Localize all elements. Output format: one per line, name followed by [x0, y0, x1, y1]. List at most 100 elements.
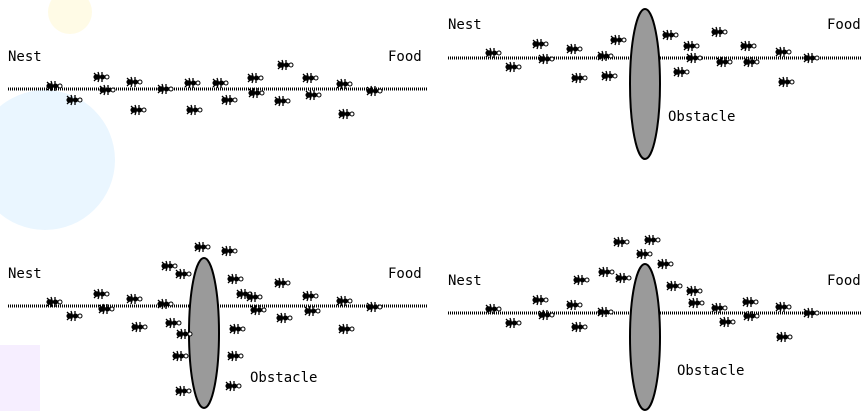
- ant-icon: [175, 385, 192, 397]
- ant-group: [46, 241, 383, 397]
- ant-icon: [538, 53, 555, 65]
- panel-3-drawing: [8, 241, 428, 409]
- ant-icon: [636, 248, 653, 260]
- ant-icon: [46, 296, 63, 308]
- ant-icon: [571, 321, 588, 333]
- panel-no-obstacle: Nest Food: [0, 0, 430, 205]
- ant-icon: [227, 350, 244, 362]
- ant-icon: [227, 273, 244, 285]
- food-label: Food: [827, 273, 861, 289]
- ant-icon: [613, 236, 630, 248]
- ant-icon: [686, 285, 703, 297]
- ant-icon: [683, 40, 700, 52]
- ant-icon: [485, 47, 502, 59]
- ant-icon: [229, 323, 246, 335]
- ant-icon: [248, 87, 265, 99]
- ant-icon: [532, 294, 549, 306]
- ant-icon: [597, 50, 614, 62]
- ant-group: [46, 59, 383, 120]
- ant-icon: [803, 52, 820, 64]
- ant-group: [485, 26, 820, 88]
- ant-icon: [601, 70, 618, 82]
- ant-icon: [776, 331, 793, 343]
- ant-icon: [126, 293, 143, 305]
- ant-icon: [277, 59, 294, 71]
- food-label: Food: [827, 17, 861, 33]
- ant-icon: [597, 306, 614, 318]
- ant-icon: [184, 77, 201, 89]
- obstacle-shape: [629, 263, 661, 411]
- ant-icon: [274, 95, 291, 107]
- ant-icon: [175, 268, 192, 280]
- ant-icon: [740, 40, 757, 52]
- ant-icon: [775, 301, 792, 313]
- panel-shorter-route: Nest Food Obstacle: [440, 206, 861, 411]
- ant-icon: [66, 94, 83, 106]
- ant-icon: [212, 77, 229, 89]
- ant-icon: [304, 305, 321, 317]
- ant-icon: [673, 66, 690, 78]
- ant-icon: [305, 89, 322, 101]
- ant-icon: [615, 272, 632, 284]
- ant-icon: [778, 76, 795, 88]
- ant-icon: [247, 72, 264, 84]
- food-label: Food: [388, 266, 422, 282]
- ant-icon: [221, 94, 238, 106]
- ant-icon: [711, 302, 728, 314]
- ant-icon: [743, 56, 760, 68]
- ant-icon: [711, 26, 728, 38]
- ant-icon: [131, 321, 148, 333]
- ant-icon: [161, 260, 178, 272]
- ant-icon: [338, 108, 355, 120]
- ant-icon: [686, 52, 703, 64]
- ant-icon: [338, 323, 355, 335]
- ant-icon: [194, 241, 211, 253]
- panel-2-drawing: [448, 8, 861, 160]
- ant-icon: [93, 71, 110, 83]
- ant-icon: [165, 317, 182, 329]
- pale-violet-blob: [0, 345, 40, 411]
- ant-icon: [186, 104, 203, 116]
- ant-icon: [366, 301, 383, 313]
- ant-icon: [573, 274, 590, 286]
- ant-icon: [172, 350, 189, 362]
- obstacle-label: Obstacle: [250, 370, 318, 386]
- ant-icon: [505, 61, 522, 73]
- ant-icon: [246, 291, 263, 303]
- ant-icon: [485, 303, 502, 315]
- ant-icon: [532, 38, 549, 50]
- ant-icon: [644, 234, 661, 246]
- ant-icon: [99, 84, 116, 96]
- ant-icon: [302, 290, 319, 302]
- panel-1-drawing: [8, 59, 428, 120]
- ant-icon: [336, 78, 353, 90]
- ant-icon: [566, 43, 583, 55]
- nest-label: Nest: [8, 266, 42, 282]
- food-label: Food: [388, 49, 422, 65]
- nest-label: Nest: [448, 273, 482, 289]
- ant-icon: [221, 245, 238, 257]
- ant-icon: [176, 328, 193, 340]
- ant-icon: [157, 298, 174, 310]
- ant-icon: [688, 297, 705, 309]
- ant-icon: [719, 316, 736, 328]
- nest-label: Nest: [8, 49, 42, 65]
- ant-icon: [225, 380, 242, 392]
- ant-icon: [366, 85, 383, 97]
- panel-obstacle-placed: Nest Food Obstacle: [440, 0, 861, 205]
- obstacle-label: Obstacle: [677, 363, 745, 379]
- pale-yellow-blob: [48, 0, 92, 34]
- ant-icon: [716, 56, 733, 68]
- ant-icon: [775, 46, 792, 58]
- ant-icon: [662, 29, 679, 41]
- panel-ants-exploring: Nest Food Obstacle: [0, 206, 430, 411]
- ant-icon: [276, 312, 293, 324]
- ant-icon: [250, 304, 267, 316]
- ant-icon: [566, 299, 583, 311]
- ant-icon: [302, 72, 319, 84]
- pale-blue-blob: [0, 90, 115, 230]
- ant-icon: [742, 296, 759, 308]
- ant-icon: [46, 80, 63, 92]
- ant-icon: [130, 104, 147, 116]
